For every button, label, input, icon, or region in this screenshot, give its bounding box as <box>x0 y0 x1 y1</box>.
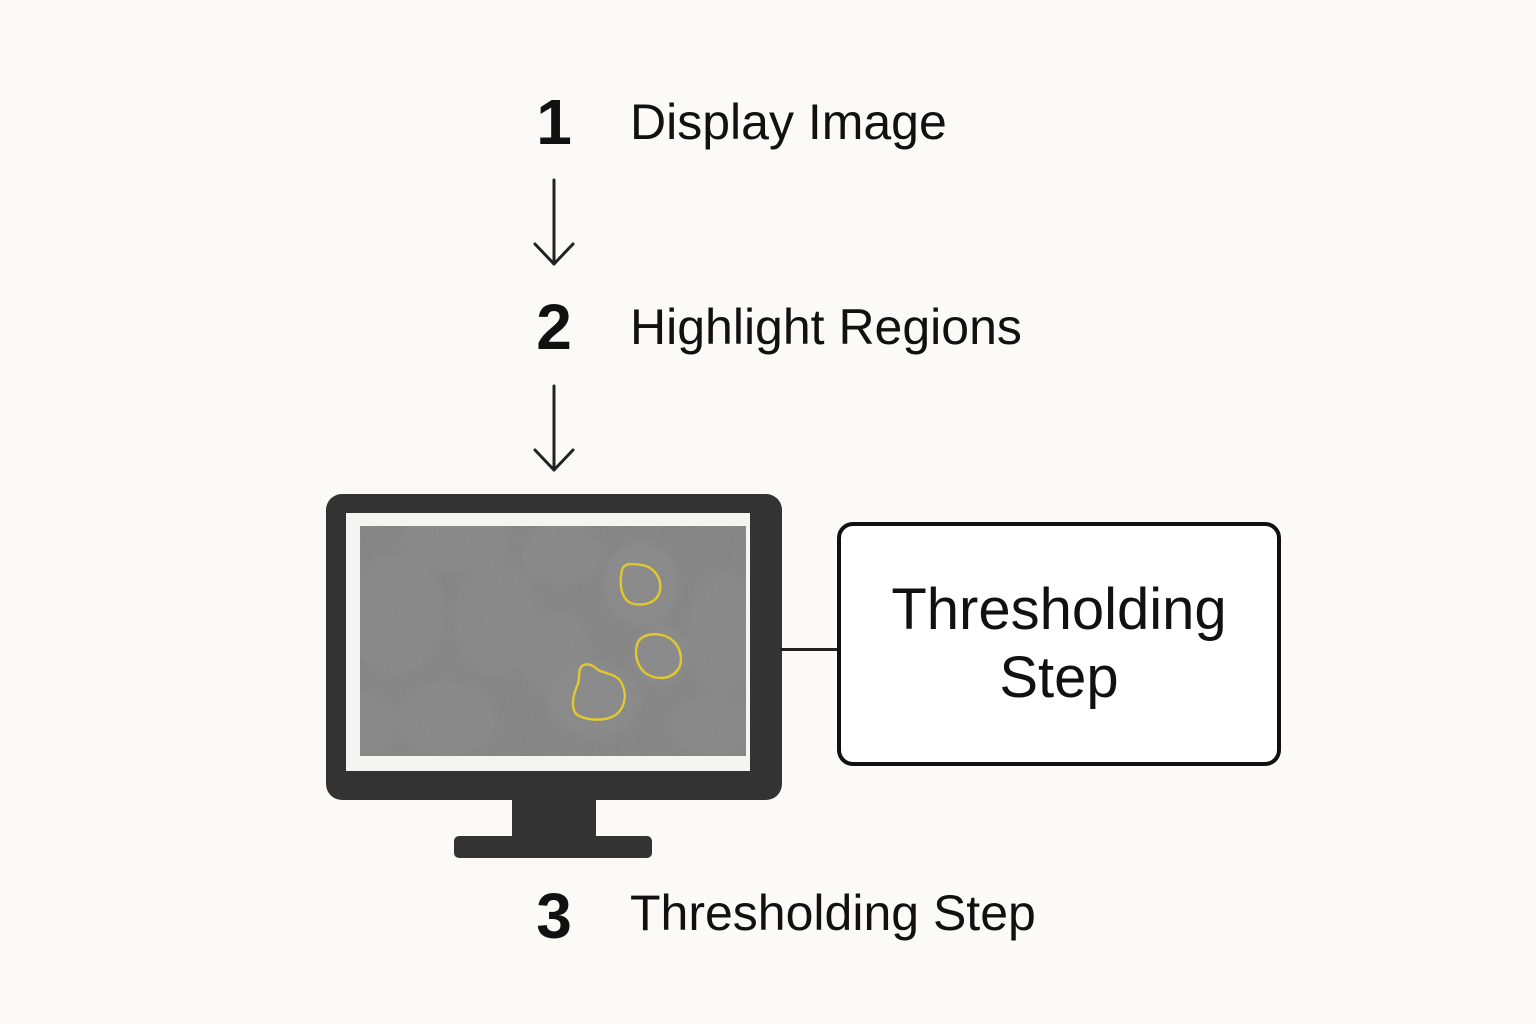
callout-label: Thresholding Step <box>891 577 1227 710</box>
step-2-label: Highlight Regions <box>630 299 1022 355</box>
step-3-number: 3 <box>536 880 572 952</box>
step-3-label: Thresholding Step <box>630 885 1036 941</box>
step-1-number: 1 <box>536 86 572 158</box>
step-1-label: Display Image <box>630 94 947 150</box>
micrograph-image <box>360 526 746 756</box>
down-arrow-icon <box>533 178 575 266</box>
callout-box: Thresholding Step <box>837 522 1281 766</box>
step-2-number: 2 <box>536 291 572 363</box>
monitor-icon <box>326 494 782 858</box>
down-arrow-icon <box>533 384 575 472</box>
connector-line <box>780 648 838 651</box>
highlight-outline <box>571 562 683 721</box>
